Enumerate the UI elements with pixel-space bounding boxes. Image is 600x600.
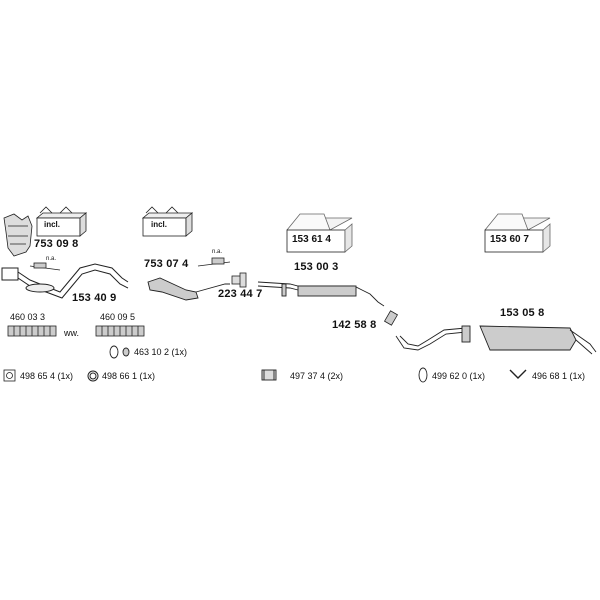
ww-note: ww. [64, 328, 80, 338]
legend-text-5: 496 68 1 (1x) [532, 371, 586, 381]
o2-sensor-front [29, 262, 61, 271]
o2-sensor-mid [197, 257, 231, 267]
flex-a-part: 460 03 3 [10, 312, 46, 322]
catalytic-converter [147, 277, 230, 301]
gasket-223 [231, 272, 247, 288]
gasket-223-part: 223 44 7 [218, 288, 263, 300]
kit-1-label: incl. [44, 220, 61, 229]
front-pipe-part: 153 40 9 [72, 292, 117, 304]
rubber-hanger-icon [261, 369, 277, 381]
legend-text-2: 498 66 1 (1x) [102, 371, 156, 381]
front-pipe [1, 263, 129, 299]
kit-3-part: 153 61 4 [292, 234, 331, 245]
kit-box-2 [141, 206, 194, 237]
catalyst-part: 753 07 4 [144, 258, 189, 270]
ring-463-icon [109, 345, 130, 359]
sensor-note-a: n.a. [46, 256, 57, 262]
legend-text-1: 498 65 4 (1x) [20, 371, 74, 381]
kit-box-1 [35, 206, 88, 237]
sensor-note-b: n.a. [212, 249, 223, 255]
exhaust-manifold [3, 213, 33, 257]
kit-1-part: 753 09 8 [34, 238, 79, 250]
flex-b-part: 460 09 5 [100, 312, 136, 322]
bracket-square-icon [3, 369, 16, 382]
ring-463-part: 463 10 2 (1x) [134, 347, 188, 357]
flex-pipe-a [7, 325, 57, 337]
legend-text-3: 497 37 4 (2x) [290, 371, 344, 381]
kit-4-part: 153 60 7 [490, 234, 529, 245]
mid-muffler-part: 153 00 3 [294, 261, 339, 273]
rear-muffler-part: 153 05 8 [500, 307, 545, 319]
legend-text-4: 499 62 0 (1x) [432, 371, 486, 381]
rear-muffler [395, 325, 597, 355]
ring-icon [87, 370, 99, 382]
oval-clamp-icon [418, 367, 428, 383]
mid-muffler [257, 281, 385, 307]
kit-box-4 [484, 213, 551, 253]
kit-box-3 [286, 213, 353, 253]
kit-2-label: incl. [151, 220, 168, 229]
connector-part: 142 58 8 [332, 319, 377, 331]
y-bracket-icon [509, 369, 527, 379]
connector-142 [383, 310, 399, 326]
flex-pipe-b [95, 325, 145, 337]
